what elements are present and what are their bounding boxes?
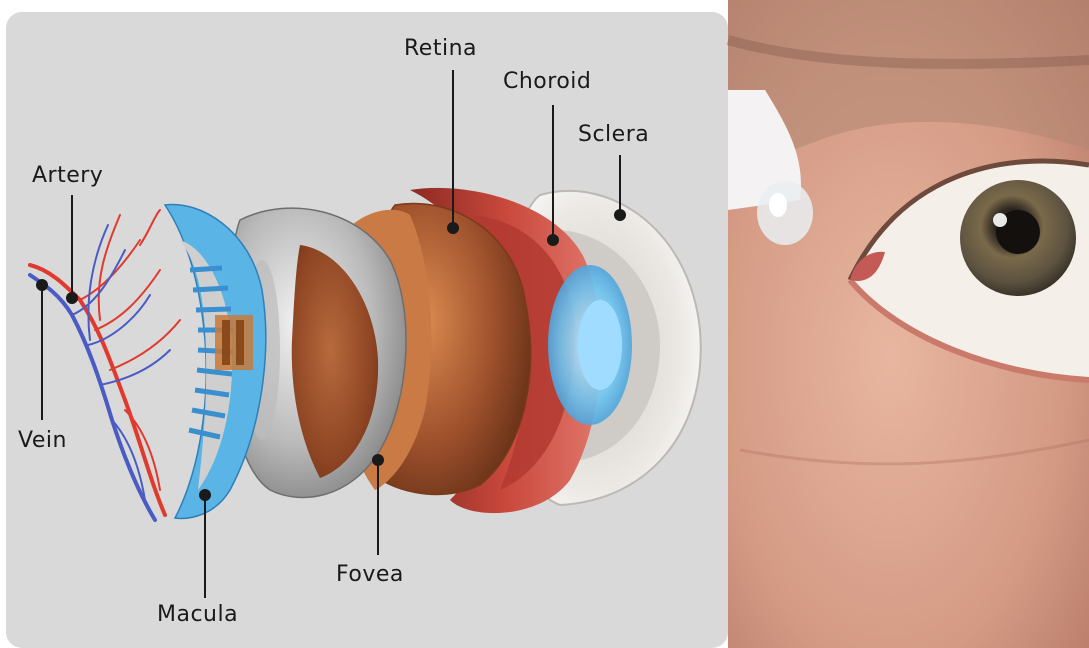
label-vein: Vein bbox=[18, 428, 67, 453]
eye-drop-photo bbox=[728, 0, 1089, 648]
label-choroid: Choroid bbox=[503, 69, 591, 94]
label-sclera: Sclera bbox=[578, 122, 649, 147]
label-retina: Retina bbox=[404, 36, 477, 61]
label-artery: Artery bbox=[32, 163, 103, 188]
eye-drop bbox=[757, 181, 813, 245]
label-fovea: Fovea bbox=[336, 562, 404, 587]
label-macula: Macula bbox=[157, 602, 238, 627]
